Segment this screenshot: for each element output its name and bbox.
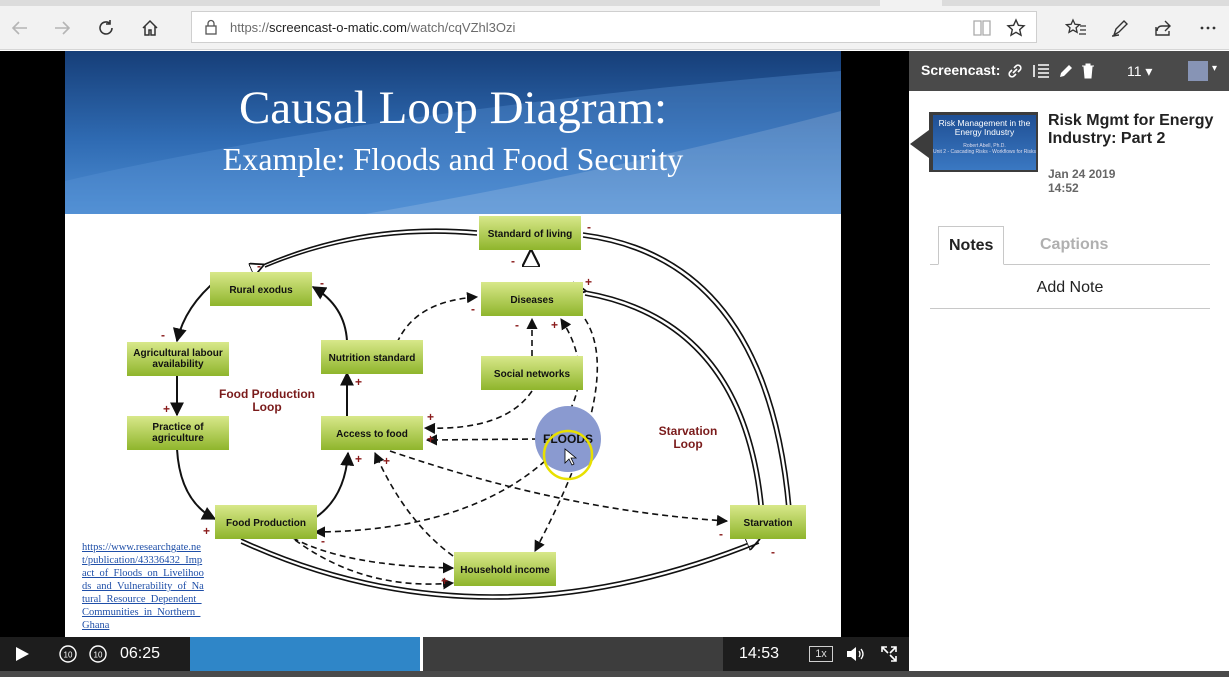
favorites-list-icon[interactable] [1060, 12, 1092, 44]
food-production-loop-label: Food Production [219, 387, 315, 401]
svg-text:Loop: Loop [673, 437, 702, 451]
current-time: 06:25 [120, 645, 160, 663]
video-time: 14:52 [1048, 181, 1079, 195]
user-avatar[interactable] [1188, 61, 1208, 81]
svg-text:+: + [383, 454, 390, 468]
link-icon[interactable] [1006, 62, 1024, 80]
svg-text:Agricultural labour: Agricultural labour [133, 348, 223, 359]
svg-text:+: + [441, 574, 448, 588]
svg-text:-: - [587, 220, 591, 234]
svg-text:Starvation: Starvation [744, 518, 793, 529]
tab-captions[interactable]: Captions [1030, 226, 1118, 265]
thumb-pointer [910, 130, 929, 158]
svg-text:Diseases: Diseases [510, 295, 554, 306]
video-frame: Causal Loop Diagram: Example: Floods and… [65, 51, 841, 637]
svg-text:-: - [719, 527, 723, 541]
home-icon[interactable] [134, 12, 166, 44]
url-text: https://screencast-o-matic.com/watch/cqV… [230, 20, 515, 35]
svg-text:-: - [257, 259, 261, 273]
svg-text:-: - [161, 328, 165, 342]
fullscreen-icon[interactable] [880, 645, 898, 668]
brand-label: Screencast: [921, 62, 1000, 78]
pen-notes-icon[interactable] [1104, 12, 1136, 44]
svg-text:Food Production: Food Production [226, 518, 306, 529]
svg-text:Practice of: Practice of [152, 422, 204, 433]
panel-tabs: Notes Captions [930, 226, 1210, 265]
add-note-button[interactable]: Add Note [930, 273, 1210, 309]
refresh-icon[interactable] [90, 12, 122, 44]
address-bar[interactable]: https://screencast-o-matic.com/watch/cqV… [191, 11, 1037, 43]
video-player[interactable]: Causal Loop Diagram: Example: Floods and… [0, 51, 909, 677]
svg-text:+: + [585, 275, 592, 289]
svg-text:availability: availability [152, 359, 204, 370]
svg-text:-: - [771, 545, 775, 559]
video-thumbnail[interactable]: Risk Management in the Energy Industry R… [933, 115, 1036, 170]
browser-toolbar: https://screencast-o-matic.com/watch/cqV… [0, 6, 1229, 50]
trash-icon[interactable] [1079, 62, 1097, 80]
svg-text:Rural exodus: Rural exodus [229, 285, 293, 296]
svg-text:Nutrition standard: Nutrition standard [329, 353, 416, 364]
video-count[interactable]: 11 ▾ [1127, 63, 1152, 80]
svg-text:+: + [355, 452, 362, 466]
panel-header: Screencast: 11 ▾ ▾ [909, 51, 1229, 91]
video-title: Risk Mgmt for Energy Industry: Part 2 [1048, 112, 1218, 148]
svg-text:-: - [320, 276, 324, 290]
progress-knob[interactable] [420, 637, 423, 671]
starvation-loop-label: Starvation [659, 424, 718, 438]
page-below-strip [0, 671, 1229, 677]
svg-text:Social networks: Social networks [494, 369, 571, 380]
svg-text:Loop: Loop [252, 400, 281, 414]
progress-bar[interactable] [190, 637, 723, 671]
rewind-10-icon[interactable]: 10 [58, 644, 78, 664]
player-controls: 10 10 06:25 14:53 1x [0, 637, 909, 671]
svg-text:Household income: Household income [460, 565, 550, 576]
edit-pencil-icon[interactable] [1057, 62, 1075, 80]
svg-text:-: - [515, 318, 519, 332]
tab-notes[interactable]: Notes [938, 226, 1004, 265]
forward-arrow-icon[interactable] [46, 12, 78, 44]
more-menu-icon[interactable] [1192, 12, 1224, 44]
favorite-star-icon[interactable] [1006, 18, 1026, 43]
svg-text:10: 10 [94, 651, 103, 660]
svg-text:10: 10 [64, 651, 73, 660]
svg-text:+: + [163, 402, 170, 416]
svg-text:-: - [511, 254, 515, 268]
svg-text:+: + [551, 318, 558, 332]
svg-text:+: + [427, 432, 434, 446]
lock-icon [204, 19, 218, 40]
svg-text:-: - [471, 302, 475, 316]
volume-icon[interactable] [845, 645, 865, 668]
side-panel: Screencast: 11 ▾ ▾ Risk Management in th… [909, 51, 1229, 671]
source-link[interactable]: https://www.researchgate.net/publication… [82, 541, 206, 632]
svg-text:+: + [355, 375, 362, 389]
play-icon[interactable] [12, 645, 32, 668]
reading-view-icon[interactable] [972, 19, 992, 42]
speed-button[interactable]: 1x [809, 646, 833, 662]
share-icon[interactable] [1147, 12, 1179, 44]
chapters-list-icon[interactable] [1032, 62, 1050, 80]
progress-fill [190, 637, 420, 671]
node-label: Standard of living [488, 229, 572, 240]
svg-text:-: - [321, 534, 325, 548]
svg-text:agriculture: agriculture [152, 433, 204, 444]
svg-text:+: + [427, 410, 434, 424]
back-arrow-icon[interactable] [4, 12, 36, 44]
duration: 14:53 [739, 645, 779, 663]
svg-text:+: + [203, 524, 210, 538]
forward-10-icon[interactable]: 10 [88, 644, 108, 664]
video-date: Jan 24 2019 [1048, 167, 1115, 181]
chevron-down-icon[interactable]: ▾ [1212, 63, 1217, 74]
svg-text:Access to food: Access to food [336, 429, 408, 440]
